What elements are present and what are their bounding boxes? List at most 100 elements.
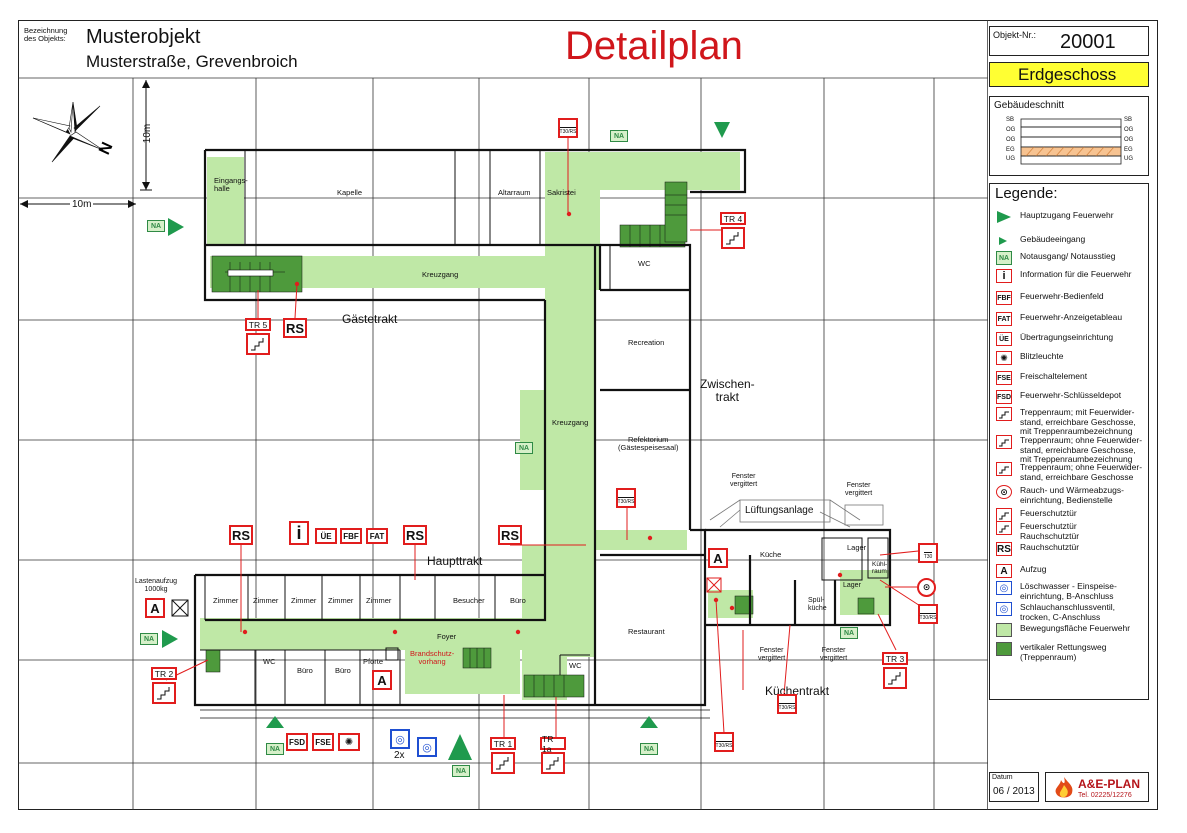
page-title: Detailplan <box>565 24 743 68</box>
fire-door-plaque-label: T30/RS <box>919 613 937 621</box>
section-level-right: OG <box>1124 127 1134 133</box>
room-buero-top: Büro <box>510 596 526 605</box>
room-eingangshalle: Eingangs- halle <box>214 176 248 193</box>
staircase-icon <box>541 752 565 774</box>
na-sign-courtyard: NA <box>515 442 533 454</box>
staircase-tr1a-label: TR 1a <box>540 734 566 754</box>
legend-item-text: vertikaler Rettungsweg (Treppenraum) <box>1020 642 1107 662</box>
staircase-icon <box>491 752 515 774</box>
objekt-nr-label: Objekt-Nr.: <box>993 30 1037 40</box>
room-besucher: Besucher <box>453 596 485 605</box>
legend-title: Legende: <box>995 185 1058 202</box>
rs-door-gaestetrakt: RS <box>283 318 307 338</box>
room-fenster1: Fenster vergittert <box>730 473 758 488</box>
section-box <box>989 96 1149 176</box>
legend-item-text: Treppenraum; ohne Feuerwider- stand, err… <box>1020 435 1143 464</box>
fbf-legend: FBF <box>996 291 1012 305</box>
room-lueftungsanlage: Lüftungsanlage <box>745 505 814 516</box>
uee-legend: ÜE <box>996 332 1012 346</box>
objekt-nr: 20001 <box>1060 31 1116 53</box>
logo-phone: Tel. 02225/12276 <box>1078 792 1132 799</box>
room-buero2: Büro <box>335 666 351 675</box>
stair-fire-resistant-icon <box>996 407 1012 421</box>
na-sign-north: NA <box>610 130 628 142</box>
legend-item-text: Hauptzugang Feuerwehr <box>1020 210 1114 220</box>
staircase-tr4-label: TR 4 <box>720 212 746 225</box>
legend-item-text: Löschwasser - Einspeise- einrichtung, B-… <box>1020 581 1117 601</box>
section-title: Gebäudeschnitt <box>994 100 1065 111</box>
room-fenster3: Fenster vergittert <box>758 647 786 662</box>
date-box <box>989 772 1039 802</box>
wing-gaestetrakt: Gästetrakt <box>342 312 398 326</box>
room-spuelkueche: Spül- küche <box>808 597 827 612</box>
fbf-box: FBF <box>340 528 362 544</box>
smoke-vent-icon: ⊙ <box>917 578 936 597</box>
legend-item-text: Treppenraum; mit Feuerwider- stand, erre… <box>1020 407 1136 436</box>
elevator-shaft-icons <box>171 577 722 661</box>
objekt-nr-box <box>989 26 1149 56</box>
vertical-scale <box>140 80 152 191</box>
rs-door-east: RS <box>498 525 522 545</box>
legend-item-text: Notausgang/ Notausstieg <box>1020 251 1116 261</box>
na-sign-south1: NA <box>266 743 284 755</box>
section-level-right: EG <box>1124 147 1133 153</box>
room-refektorium: Refektorium (Gästespeisesaal) <box>618 435 679 452</box>
ue-box: ÜE <box>315 528 337 544</box>
section-level-left: OG <box>1006 137 1016 143</box>
stair-plain-icon <box>996 462 1012 476</box>
hydrant-c-icon: ◎ <box>417 737 437 757</box>
fire-door-plaque-label: T30 <box>923 552 933 560</box>
legend-item-text: Treppenraum; ohne Feuerwider- stand, err… <box>1020 462 1143 482</box>
legend-item-text: Information für die Feuerwehr <box>1020 269 1132 279</box>
legend-item-text: Bewegungsfläche Feuerwehr <box>1020 623 1131 633</box>
legend-item-text: Freischaltelement <box>1020 371 1088 381</box>
wing-haupttrakt: Haupttrakt <box>427 554 483 568</box>
fire-door-plaque-label: T30/RS <box>617 497 635 505</box>
info-feuerwehr-icon: i <box>289 521 309 545</box>
smoke-vent-icon: ⊙ <box>996 485 1012 499</box>
section-level-left: EG <box>1006 147 1015 153</box>
room-pforte: Pforte <box>363 657 384 666</box>
staircase-icon <box>246 333 270 355</box>
date-value: 06 / 2013 <box>993 786 1035 797</box>
legend-item-text: Aufzug <box>1020 564 1047 574</box>
legend-item-text: Blitzleuchte <box>1020 351 1064 361</box>
room-kapelle: Kapelle <box>337 188 363 197</box>
fire-door-plaque: T30/RS <box>558 118 578 138</box>
legend-box <box>989 183 1149 700</box>
section-level-left: UG <box>1006 156 1015 162</box>
na-sign-kitchen: NA <box>840 627 858 639</box>
room-buero1: Büro <box>297 666 313 675</box>
room-fenster4: Fenster vergittert <box>820 647 848 662</box>
north-arrow-icon: N <box>32 101 117 163</box>
rs-door-west: RS <box>229 525 253 545</box>
section-diagram <box>1020 118 1122 165</box>
object-address: Musterstraße, Grevenbroich <box>86 52 298 71</box>
room-zimmer: Zimmer <box>291 596 317 605</box>
main-access-triangle-icon <box>996 210 1012 224</box>
hydrant-count: 2x <box>394 750 405 761</box>
horizontal-scale-label: 10m <box>70 199 94 210</box>
elevator-a-west: A <box>145 598 165 618</box>
room-zimmer: Zimmer <box>253 596 279 605</box>
hydrant-b-icon: ◎ <box>390 729 410 749</box>
dark-green-swatch-icon <box>996 642 1012 656</box>
legend-item-text: Gebäudeeingang <box>1020 234 1086 244</box>
logo-box <box>1045 772 1149 802</box>
room-recreation: Recreation <box>628 338 665 347</box>
room-kuehlraum: Kühl- raum <box>872 561 888 575</box>
room-sakristei: Sakristei <box>547 188 576 197</box>
wing-zwischentrakt: Zwischen- trakt <box>700 377 755 404</box>
room-wc-bottom: WC <box>263 657 276 666</box>
staircase-tr5-label: TR 5 <box>245 318 271 331</box>
room-zimmer: Zimmer <box>366 596 392 605</box>
date-label: Datum <box>992 774 1013 781</box>
section-level-right: SB <box>1124 117 1133 123</box>
a-legend: A <box>996 564 1012 578</box>
legend-item-text: Feuerschutztür Rauchschutztür <box>1020 521 1080 541</box>
staircase-icon <box>721 227 745 249</box>
rs-door-foyer: RS <box>403 525 427 545</box>
section-level-right: UG <box>1124 156 1133 162</box>
fse-box: FSE <box>312 733 334 751</box>
legend-item-text: Feuerwehr-Bedienfeld <box>1020 291 1104 301</box>
